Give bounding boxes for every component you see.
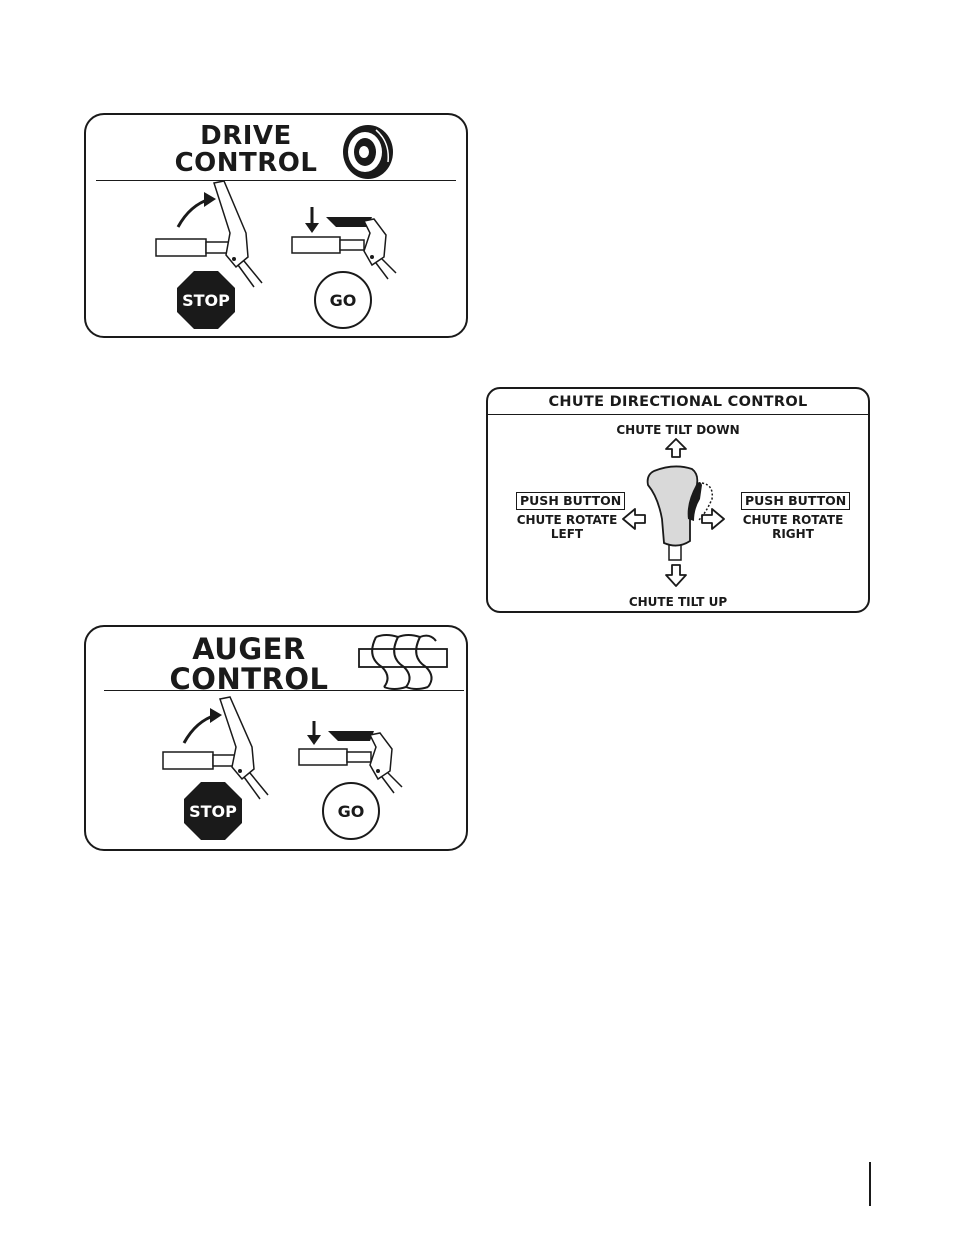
auger-go-label: GO bbox=[323, 802, 379, 821]
page-margin-rule bbox=[869, 1162, 871, 1206]
auger-divider bbox=[104, 690, 464, 691]
lever-engage-icon bbox=[292, 207, 396, 279]
chute-art bbox=[488, 389, 872, 615]
drive-art bbox=[86, 115, 470, 340]
arrow-right-icon bbox=[702, 509, 724, 529]
auger-control-panel: AUGER CONTROL bbox=[84, 625, 468, 851]
drive-go-label: GO bbox=[315, 291, 371, 310]
auger-art bbox=[86, 627, 470, 853]
wheel-icon bbox=[343, 125, 393, 179]
auger-stop-label: STOP bbox=[184, 802, 242, 821]
auger-icon bbox=[359, 635, 447, 689]
drive-divider bbox=[96, 180, 456, 181]
arrow-up-icon bbox=[666, 439, 686, 457]
arrow-down-icon bbox=[666, 565, 686, 586]
drive-stop-label: STOP bbox=[177, 291, 235, 310]
joystick-icon bbox=[648, 466, 713, 560]
chute-directional-control-panel: CHUTE DIRECTIONAL CONTROL CHUTE TILT DOW… bbox=[486, 387, 870, 613]
drive-control-panel: DRIVE CONTROL bbox=[84, 113, 468, 338]
arrow-left-icon bbox=[623, 509, 645, 529]
